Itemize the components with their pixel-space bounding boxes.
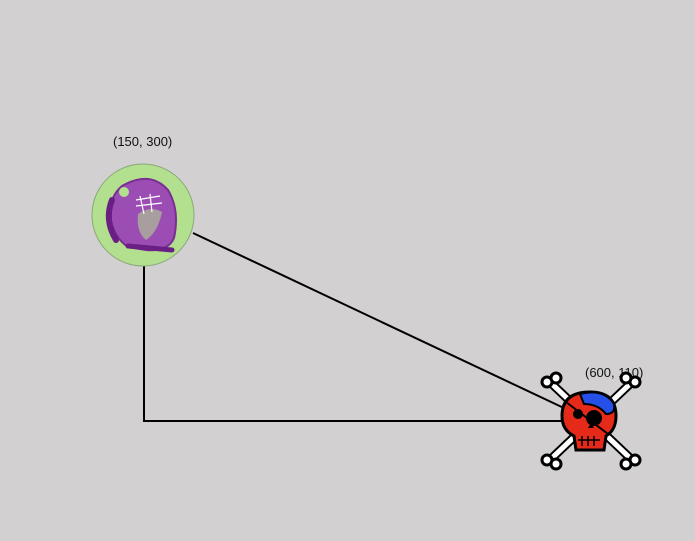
diagonal-path xyxy=(192,232,567,410)
skull-crossbones-icon xyxy=(540,371,642,471)
right-angle-path xyxy=(143,265,566,422)
end-node[interactable]: (600, 110) xyxy=(540,365,643,471)
start-coordinate-label: (150, 300) xyxy=(113,134,172,149)
purple-helmet-icon xyxy=(91,163,195,267)
start-node[interactable]: (150, 300) xyxy=(91,134,195,267)
